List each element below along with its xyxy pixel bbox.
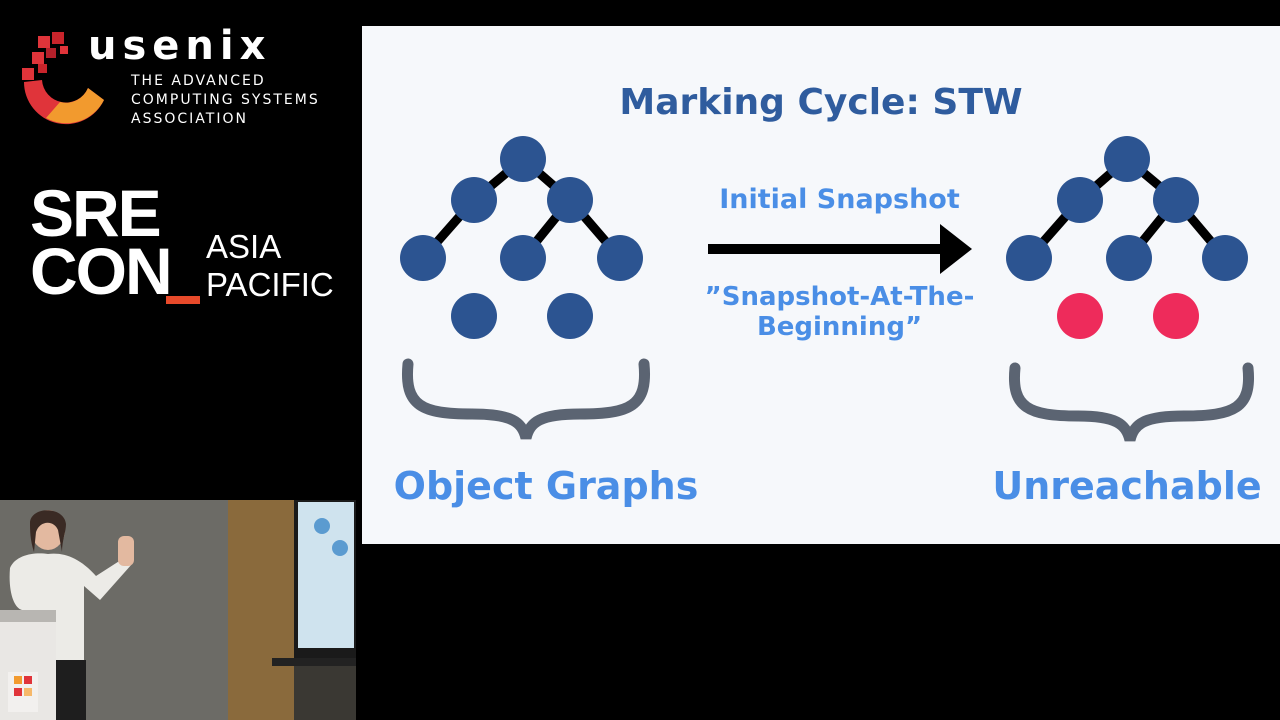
graph-node xyxy=(1057,177,1103,223)
graph-node xyxy=(400,235,446,281)
tagline-line: ASSOCIATION xyxy=(131,111,248,127)
graph-node xyxy=(547,293,593,339)
branding-panel xyxy=(0,0,360,500)
unreachable-nodes xyxy=(1057,293,1199,339)
speaker-video-frame xyxy=(0,500,356,720)
left-tree-nodes xyxy=(400,136,643,339)
arrow-label: Initial Snapshot xyxy=(719,184,960,215)
unreachable-node xyxy=(1153,293,1199,339)
region-line-pacific: PACIFIC xyxy=(206,266,334,303)
graph-node xyxy=(547,177,593,223)
tagline-line: COMPUTING SYSTEMS xyxy=(131,92,320,108)
region-line-asia: ASIA xyxy=(206,228,282,265)
speaker-video xyxy=(0,500,356,720)
snapshot-quote: ”Snapshot-At-The- Beginning” xyxy=(662,282,1017,342)
tagline-line: THE ADVANCED xyxy=(131,73,266,89)
graph-node xyxy=(500,136,546,182)
graph-node xyxy=(1202,235,1248,281)
brace-icon xyxy=(401,358,651,440)
graph-node xyxy=(1153,177,1199,223)
quote-line: Beginning” xyxy=(756,312,923,342)
graph-node xyxy=(451,177,497,223)
usenix-wordmark: usenix xyxy=(88,23,272,69)
unreachable-node xyxy=(1057,293,1103,339)
graph-node xyxy=(1006,235,1052,281)
object-graphs-caption: Object Graphs xyxy=(393,464,699,508)
graph-node xyxy=(451,293,497,339)
usenix-tagline: THE ADVANCED COMPUTING SYSTEMS ASSOCIATI… xyxy=(131,72,320,129)
graph-node xyxy=(1106,235,1152,281)
conference-line-sre: SRE xyxy=(30,176,162,250)
slide-graphics xyxy=(400,136,1255,442)
right-arrow-icon xyxy=(708,224,972,274)
unreachable-caption: Unreachable xyxy=(992,464,1262,508)
graph-node xyxy=(1104,136,1150,182)
usenix-logo-icon xyxy=(22,32,105,125)
right-tree-nodes xyxy=(1006,136,1248,281)
graph-node xyxy=(500,235,546,281)
slide-title: Marking Cycle: STW xyxy=(619,82,1023,123)
brace-icon xyxy=(1008,362,1255,442)
conference-region: ASIA PACIFIC xyxy=(206,228,334,304)
presentation-slide: Marking Cycle: STW xyxy=(362,26,1280,544)
conference-logo: SRE CON xyxy=(30,176,173,308)
graph-node xyxy=(597,235,643,281)
conference-line-con: CON xyxy=(30,234,173,308)
quote-line: ”Snapshot-At-The- xyxy=(704,282,975,312)
conference-underscore xyxy=(166,296,200,304)
